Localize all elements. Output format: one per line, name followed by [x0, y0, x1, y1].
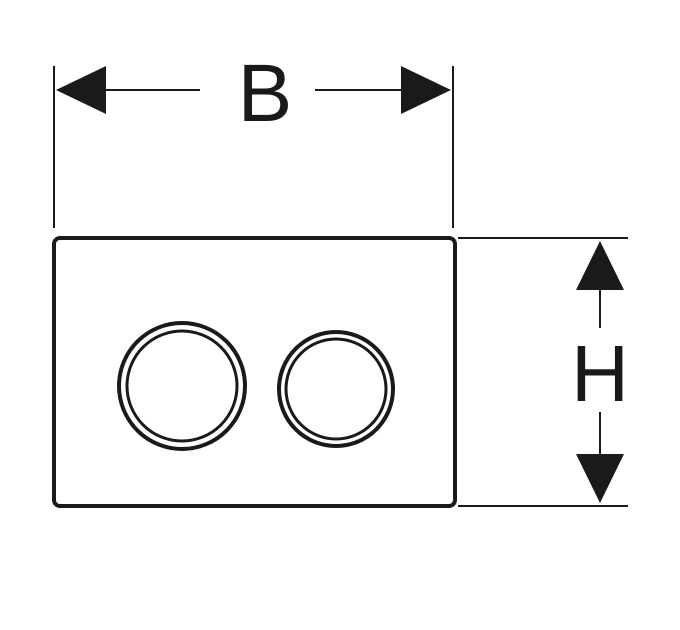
arrow-up-icon — [576, 241, 624, 290]
arrow-down-icon — [576, 454, 624, 503]
arrow-right-icon — [401, 66, 451, 114]
width-dimension: B — [53, 48, 454, 228]
small-flush-button — [277, 330, 395, 448]
height-label: H — [571, 329, 629, 418]
height-dimension: H — [458, 237, 629, 507]
large-button-outer-ring — [117, 321, 247, 451]
flush-plate-outline — [52, 236, 457, 508]
large-flush-button — [117, 321, 247, 451]
small-button-outer-ring — [277, 330, 395, 448]
arrow-left-icon — [56, 66, 106, 114]
width-label: B — [238, 48, 293, 139]
small-button-inner-ring — [284, 337, 388, 441]
large-button-inner-ring — [125, 329, 239, 443]
